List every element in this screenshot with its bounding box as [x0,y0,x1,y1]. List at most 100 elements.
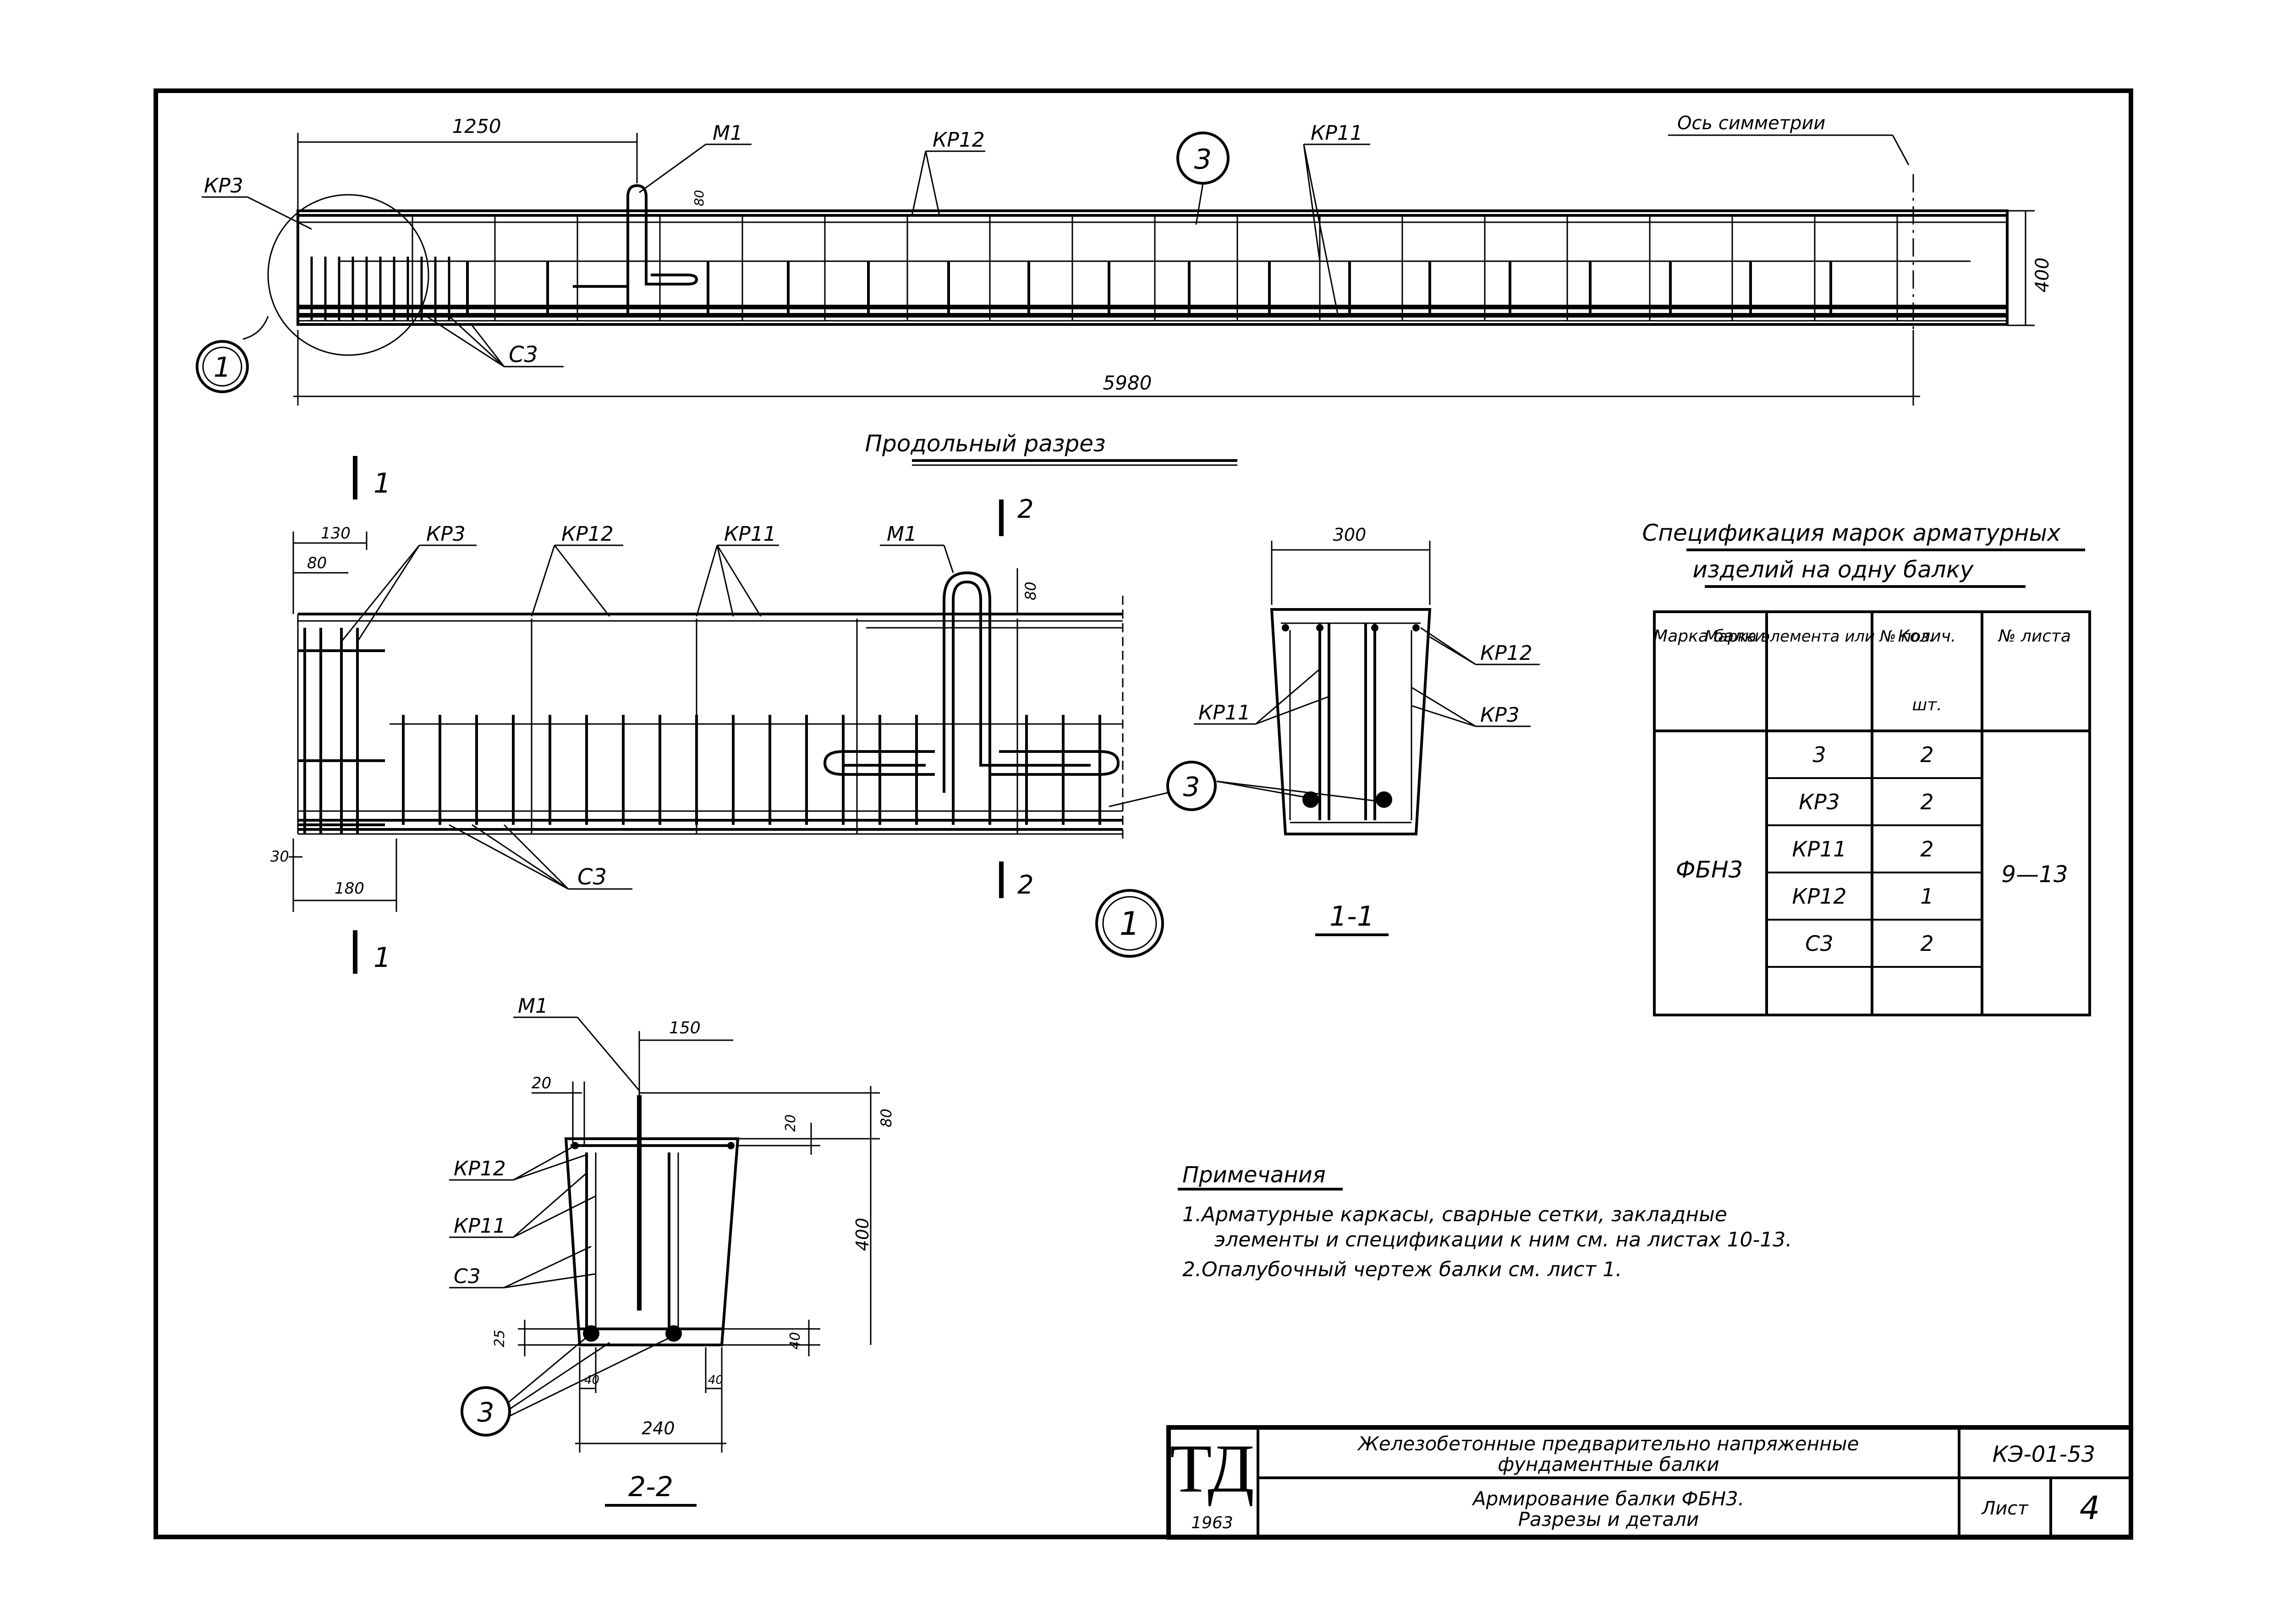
spec-title-1: Спецификация марок арматурных [1642,520,2061,546]
beam-outline [296,209,2009,326]
project-line-2: фундаментные балки [1498,1453,1719,1476]
dim-300: 300 [1333,525,1367,545]
dim-40b: 40 [708,1373,723,1387]
section-22-outline [564,1137,740,1346]
sheet-label: Лист [1981,1498,2029,1519]
detail-1-marker [196,340,249,393]
pos-3-number: 3 [1194,143,1212,176]
longitudinal-kp3-label: КР3 [204,174,243,198]
title-block: ТД 1963 Железобетонные предварительно на… [1166,1425,2133,1540]
tdi-logo: ТД [1170,1431,1255,1507]
detail-pos-3-marker [1166,761,1217,811]
detail-kp12-label: КР12 [561,522,614,546]
section22-kp12-label: КР12 [454,1157,506,1180]
section22-pos-3-marker [461,1386,511,1437]
spec-row-qty: 2 [1920,742,1933,767]
m1-embedded-loop [626,184,698,293]
section22-pos-3: 3 [478,1397,494,1428]
section11-title: 1-1 [1329,900,1374,933]
spec-header-unit: шт. [1912,696,1942,714]
spec-beam-mark: ФБН3 [1676,856,1743,883]
notes: Примечания 1.Арматурные каркасы, сварные… [1178,1162,1792,1281]
dim-400: 400 [2032,258,2053,292]
section-2-2: 150 20 20 80 400 40 25 40 40 240 М [449,994,895,1507]
detail-callout-circle [267,194,429,356]
cut-1-bottom: 1 [373,942,391,974]
spec-row-lines [1767,777,1982,968]
detail-no-marker [1095,889,1164,958]
longitudinal-m1-label: М1 [713,121,743,145]
sheet-line-1: Армирование балки ФБН3. [1471,1487,1744,1510]
dim-80: 80 [692,190,707,206]
spec-header-qty: Колич. [1898,627,1956,646]
dim-40c: 40 [787,1332,803,1350]
title-year: 1963 [1191,1514,1233,1532]
section22-c3-label: С3 [454,1265,481,1288]
axis-label: Ось симметрии [1677,113,1825,134]
section22-title: 2-2 [628,1471,673,1503]
section-11-outline [1270,608,1432,835]
detail-m1-label: М1 [887,522,917,546]
c3-vertical-bars [402,715,1101,825]
spec-header-sheet: № листа [1998,627,2071,646]
section11-kp12-label: КР12 [1480,642,1532,665]
spec-row-qty: 1 [1920,884,1933,909]
sheet-frame [154,88,2133,1539]
dim-180: 180 [335,879,364,898]
dim-240: 240 [642,1418,675,1438]
dim-130: 130 [321,524,351,543]
dim-1250: 1250 [452,115,501,137]
section11-kp3-label: КР3 [1480,703,1520,727]
spec-header-element: Марка элемента или № поз. [1705,627,1934,646]
dim-80: 80 [878,1108,895,1127]
spec-title-2: изделий на одну балку [1692,556,1974,583]
spec-row-element: КР11 [1792,837,1847,861]
spec-row-qty: 2 [1920,837,1933,861]
detail-m1-loop [943,571,1120,793]
detail-pos-3: 3 [1183,771,1200,802]
spec-sheets: 9—13 [2001,861,2068,888]
detail-1-view: 1 1 2 2 130 80 80 30 180 КР3 КР12 КР11 [270,456,1217,974]
spec-row-element: КР12 [1792,884,1847,909]
detail-leader [242,316,269,340]
dim-20b: 20 [783,1114,799,1132]
spec-row-element: 3 [1812,742,1826,767]
spec-row-element: КР3 [1799,790,1840,814]
cut-1-top: 1 [373,467,391,499]
stirrup-group [310,215,1898,321]
spec-row-qty: 2 [1920,931,1933,956]
longitudinal-c3-label: С3 [509,342,538,368]
spec-table: Спецификация марок арматурных изделий на… [1642,520,2091,1016]
section22-kp11-label: КР11 [454,1214,506,1238]
dim-25: 25 [492,1330,508,1347]
notes-line-2: элементы и спецификации к ним см. на лис… [1214,1228,1792,1251]
longitudinal-title: Продольный разрез [865,430,1105,457]
dim-20a: 20 [532,1074,551,1092]
sheet-number: 4 [2080,1489,2100,1527]
dim-150: 150 [669,1019,701,1037]
longitudinal-kp11-label: КР11 [1311,121,1363,145]
notes-line-3: 2.Опалубочный чертеж балки см. лист 1. [1182,1258,1622,1281]
longitudinal-kp12-label: КР12 [933,128,985,152]
spec-row-element: С3 [1805,931,1833,956]
project-line-1: Железобетонные предварительно напряженны… [1356,1432,1859,1455]
dim-80a: 80 [307,554,327,572]
longitudinal-section: 1 3 1250 80 5980 400 Ось симметрии КР3 М… [196,113,2053,466]
detail-1-number: 1 [214,351,231,384]
drawing-code: КЭ-01-53 [1993,1442,2095,1467]
notes-line-1: 1.Арматурные каркасы, сварные сетки, зак… [1182,1203,1727,1226]
cut-2-top: 2 [1017,494,1034,524]
dim-80b: 80 [1022,582,1039,600]
dim-30: 30 [270,848,289,865]
notes-title: Примечания [1182,1162,1326,1188]
spec-header-beam: Марка балки [1653,627,1765,646]
section-1-1: 300 КР12 КР3 КР11 1-1 [1194,525,1540,936]
detail-kp3-label: КР3 [426,522,466,546]
detail-kp11-label: КР11 [724,522,776,546]
section22-m1-label: М1 [518,994,548,1018]
detail-no: 1 [1120,905,1140,943]
dim-5980: 5980 [1103,372,1152,394]
section11-kp11-label: КР11 [1198,701,1251,724]
